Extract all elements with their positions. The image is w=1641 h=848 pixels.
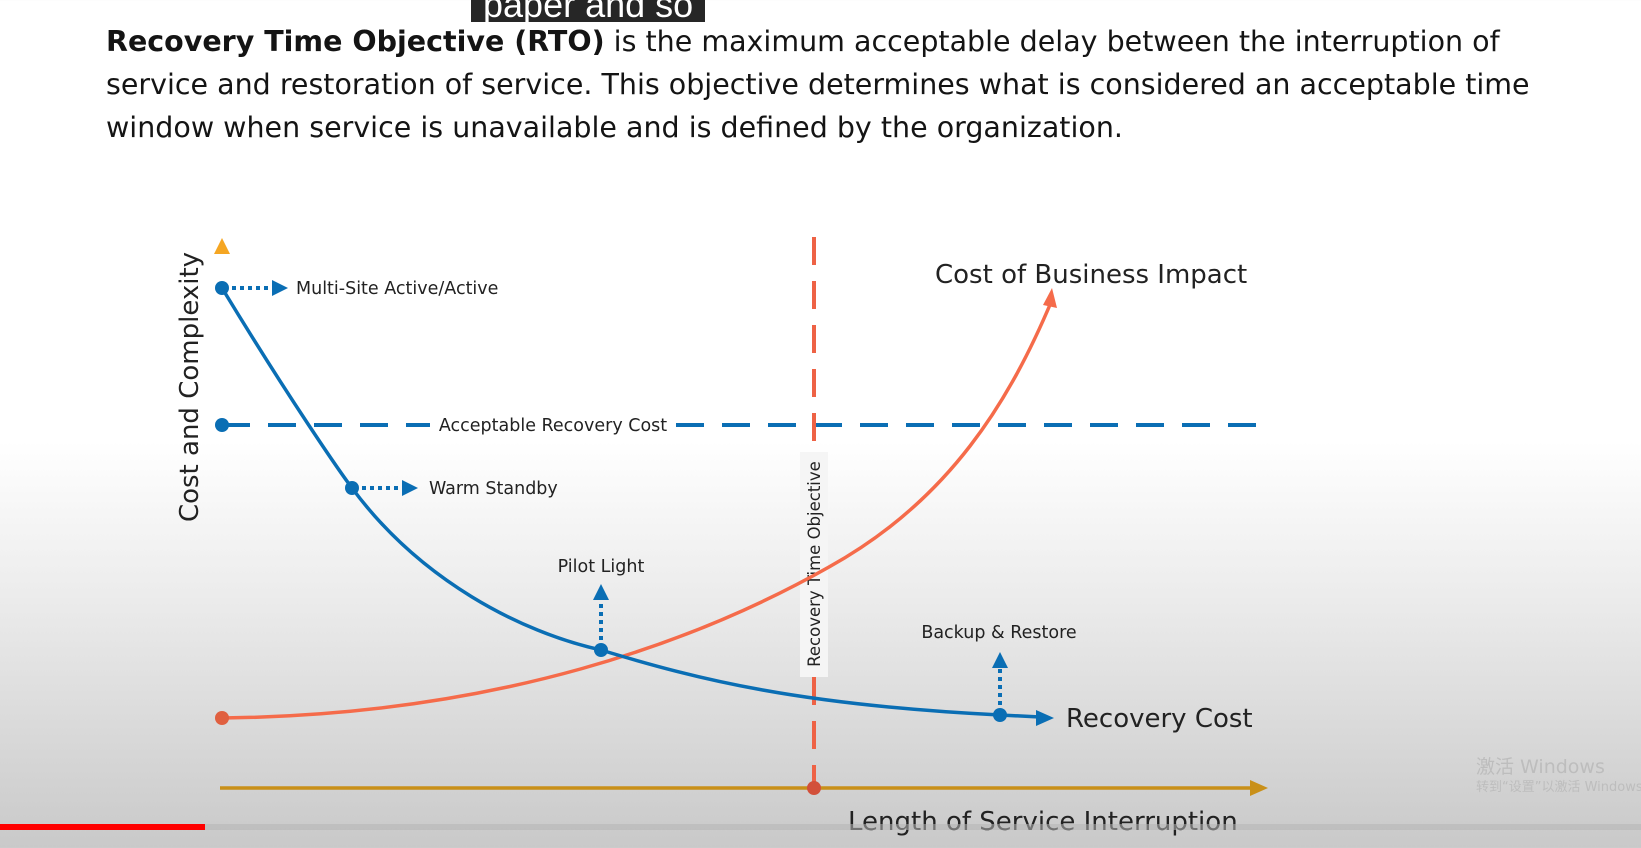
watermark-line-2: 转到“设置”以激活 Windows。 (1476, 780, 1641, 795)
y-axis-label: Cost and Complexity (175, 252, 205, 522)
warm-standby-label: Warm Standby (429, 479, 558, 499)
rto-description: is the maximum acceptable delay between … (106, 25, 1530, 144)
recovery-cost-arrowhead (1036, 710, 1054, 726)
rto-term: Recovery Time Objective (RTO) (106, 25, 605, 58)
backup-restore-pointer-arrow (992, 652, 1008, 668)
backup-restore-marker (993, 708, 1007, 722)
rto-label: Recovery Time Objective (805, 461, 824, 667)
caption-text: paper and so (471, 0, 706, 23)
warm-standby-marker (345, 481, 359, 495)
rto-axis-marker (807, 781, 821, 795)
x-axis-label: Length of Service Interruption (848, 807, 1238, 837)
warm-standby-pointer-arrow (402, 480, 418, 496)
video-progress-fill (0, 824, 206, 830)
business-impact-curve (221, 299, 1054, 720)
recovery-cost-label: Recovery Cost (1066, 704, 1253, 734)
business-impact-start-marker (215, 711, 229, 725)
business-impact-label: Cost of Business Impact (935, 260, 1247, 290)
pilot-light-pointer-arrow (593, 584, 609, 600)
rto-definition: Recovery Time Objective (RTO) is the max… (106, 20, 1536, 149)
video-progress-bar[interactable] (0, 824, 1641, 830)
pilot-light-label: Pilot Light (558, 557, 645, 577)
windows-activation-watermark: 激活 Windows 转到“设置”以激活 Windows。 (1476, 755, 1641, 797)
acceptable-cost-label: Acceptable Recovery Cost (439, 416, 667, 436)
multi-site-label: Multi-Site Active/Active (296, 279, 498, 299)
multi-site-marker (215, 281, 229, 295)
recovery-cost-curve (220, 287, 1041, 719)
pilot-light-marker (594, 643, 608, 657)
multi-site-pointer-arrow (272, 280, 288, 296)
x-axis-arrowhead (1250, 780, 1268, 796)
watermark-line-1: 激活 Windows (1476, 756, 1605, 778)
business-impact-arrowhead (1043, 288, 1057, 308)
acceptable-cost-marker (215, 418, 229, 432)
y-axis-arrowhead (214, 238, 230, 254)
backup-restore-label: Backup & Restore (921, 623, 1076, 643)
rto-label-backdrop (800, 452, 828, 677)
